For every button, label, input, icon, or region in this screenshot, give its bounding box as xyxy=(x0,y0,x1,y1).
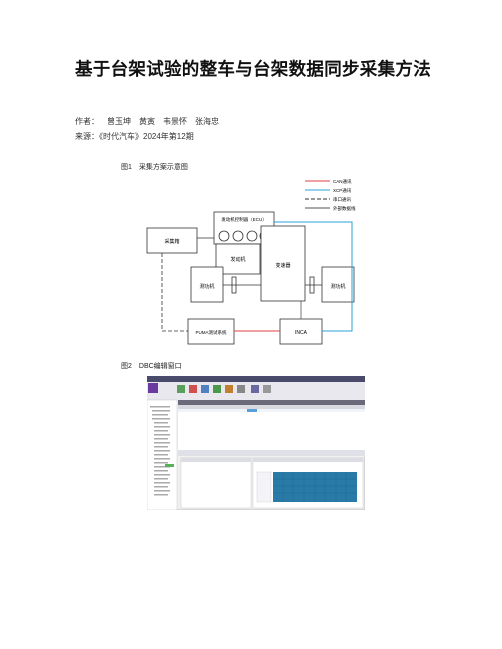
dyno-right-box xyxy=(321,266,355,303)
legend-ext: 外部数据线 xyxy=(333,205,356,212)
ecu-label: 发动机控制器（ECU） xyxy=(221,216,267,223)
legend-can: CAN通讯 xyxy=(333,178,352,185)
collector-box xyxy=(146,227,198,254)
inca-label: INCA xyxy=(295,330,308,336)
article-title: 基于台架试验的整车与台架数据同步采集方法 xyxy=(75,59,431,79)
dyno-left-label: 测功机 xyxy=(199,283,214,290)
ecu-connector-2 xyxy=(232,230,244,242)
figure2-screenshot xyxy=(147,376,365,510)
figure1-diagram: CAN通讯 XCP通讯 串口通讯 外部数据线 发动机控制器（ECU） 采集箱 发… xyxy=(140,170,370,355)
dyno-left-box xyxy=(190,266,224,303)
ribbon-icon-2 xyxy=(189,385,197,393)
figure2-caption: 图2 DBC编辑窗口 xyxy=(121,363,182,370)
author-1: 曾玉坤 xyxy=(107,117,131,126)
source-label: 来源： xyxy=(75,132,99,141)
ecu-connector-1 xyxy=(218,230,230,242)
legend-xcp: XCP通讯 xyxy=(333,187,352,194)
ribbon-icon-4 xyxy=(213,385,221,393)
ecu-connector-3 xyxy=(246,230,258,242)
ribbon-icon-6 xyxy=(237,385,245,393)
legend-serial: 串口通讯 xyxy=(333,196,351,203)
ribbon-icon-7 xyxy=(251,385,259,393)
transmission-box xyxy=(260,225,306,302)
serial-link xyxy=(161,253,188,332)
app-icon xyxy=(148,383,158,393)
puma-box xyxy=(187,318,235,345)
ribbon-icon-8 xyxy=(263,385,271,393)
author-2: 黄寅 xyxy=(139,117,155,126)
transmission-label: 变速器 xyxy=(275,262,290,269)
legend: CAN通讯 XCP通讯 串口通讯 外部数据线 xyxy=(305,178,356,212)
engine-label: 发动机 xyxy=(230,256,245,263)
tree-selected xyxy=(165,464,174,467)
puma-label: PUMA测试系统 xyxy=(195,329,227,336)
xcp-link xyxy=(274,221,353,332)
dyno-right-label: 测功机 xyxy=(330,283,345,290)
collector-label: 采集箱 xyxy=(164,238,179,245)
lower-left-panel xyxy=(180,457,252,509)
figure1-caption: 图1 采集方案示意图 xyxy=(121,164,188,171)
source-text: 《时代汽车》2024年第12期 xyxy=(99,132,194,141)
ribbon-icon-3 xyxy=(201,385,209,393)
ribbon-icon-1 xyxy=(177,385,185,393)
table-selected-cell xyxy=(247,409,257,412)
authors-line: 作者： 曾玉坤黄寅韦景怀张海忠 xyxy=(75,116,227,127)
source-line: 来源：《时代汽车》2024年第12期 xyxy=(75,131,194,142)
ribbon-icon-5 xyxy=(225,385,233,393)
table-header xyxy=(178,400,365,405)
window-titlebar xyxy=(147,376,365,382)
inca-box xyxy=(279,318,323,345)
author-3: 韦景怀 xyxy=(163,117,187,126)
authors-label: 作者： xyxy=(75,117,99,126)
author-4: 张海忠 xyxy=(195,117,219,126)
